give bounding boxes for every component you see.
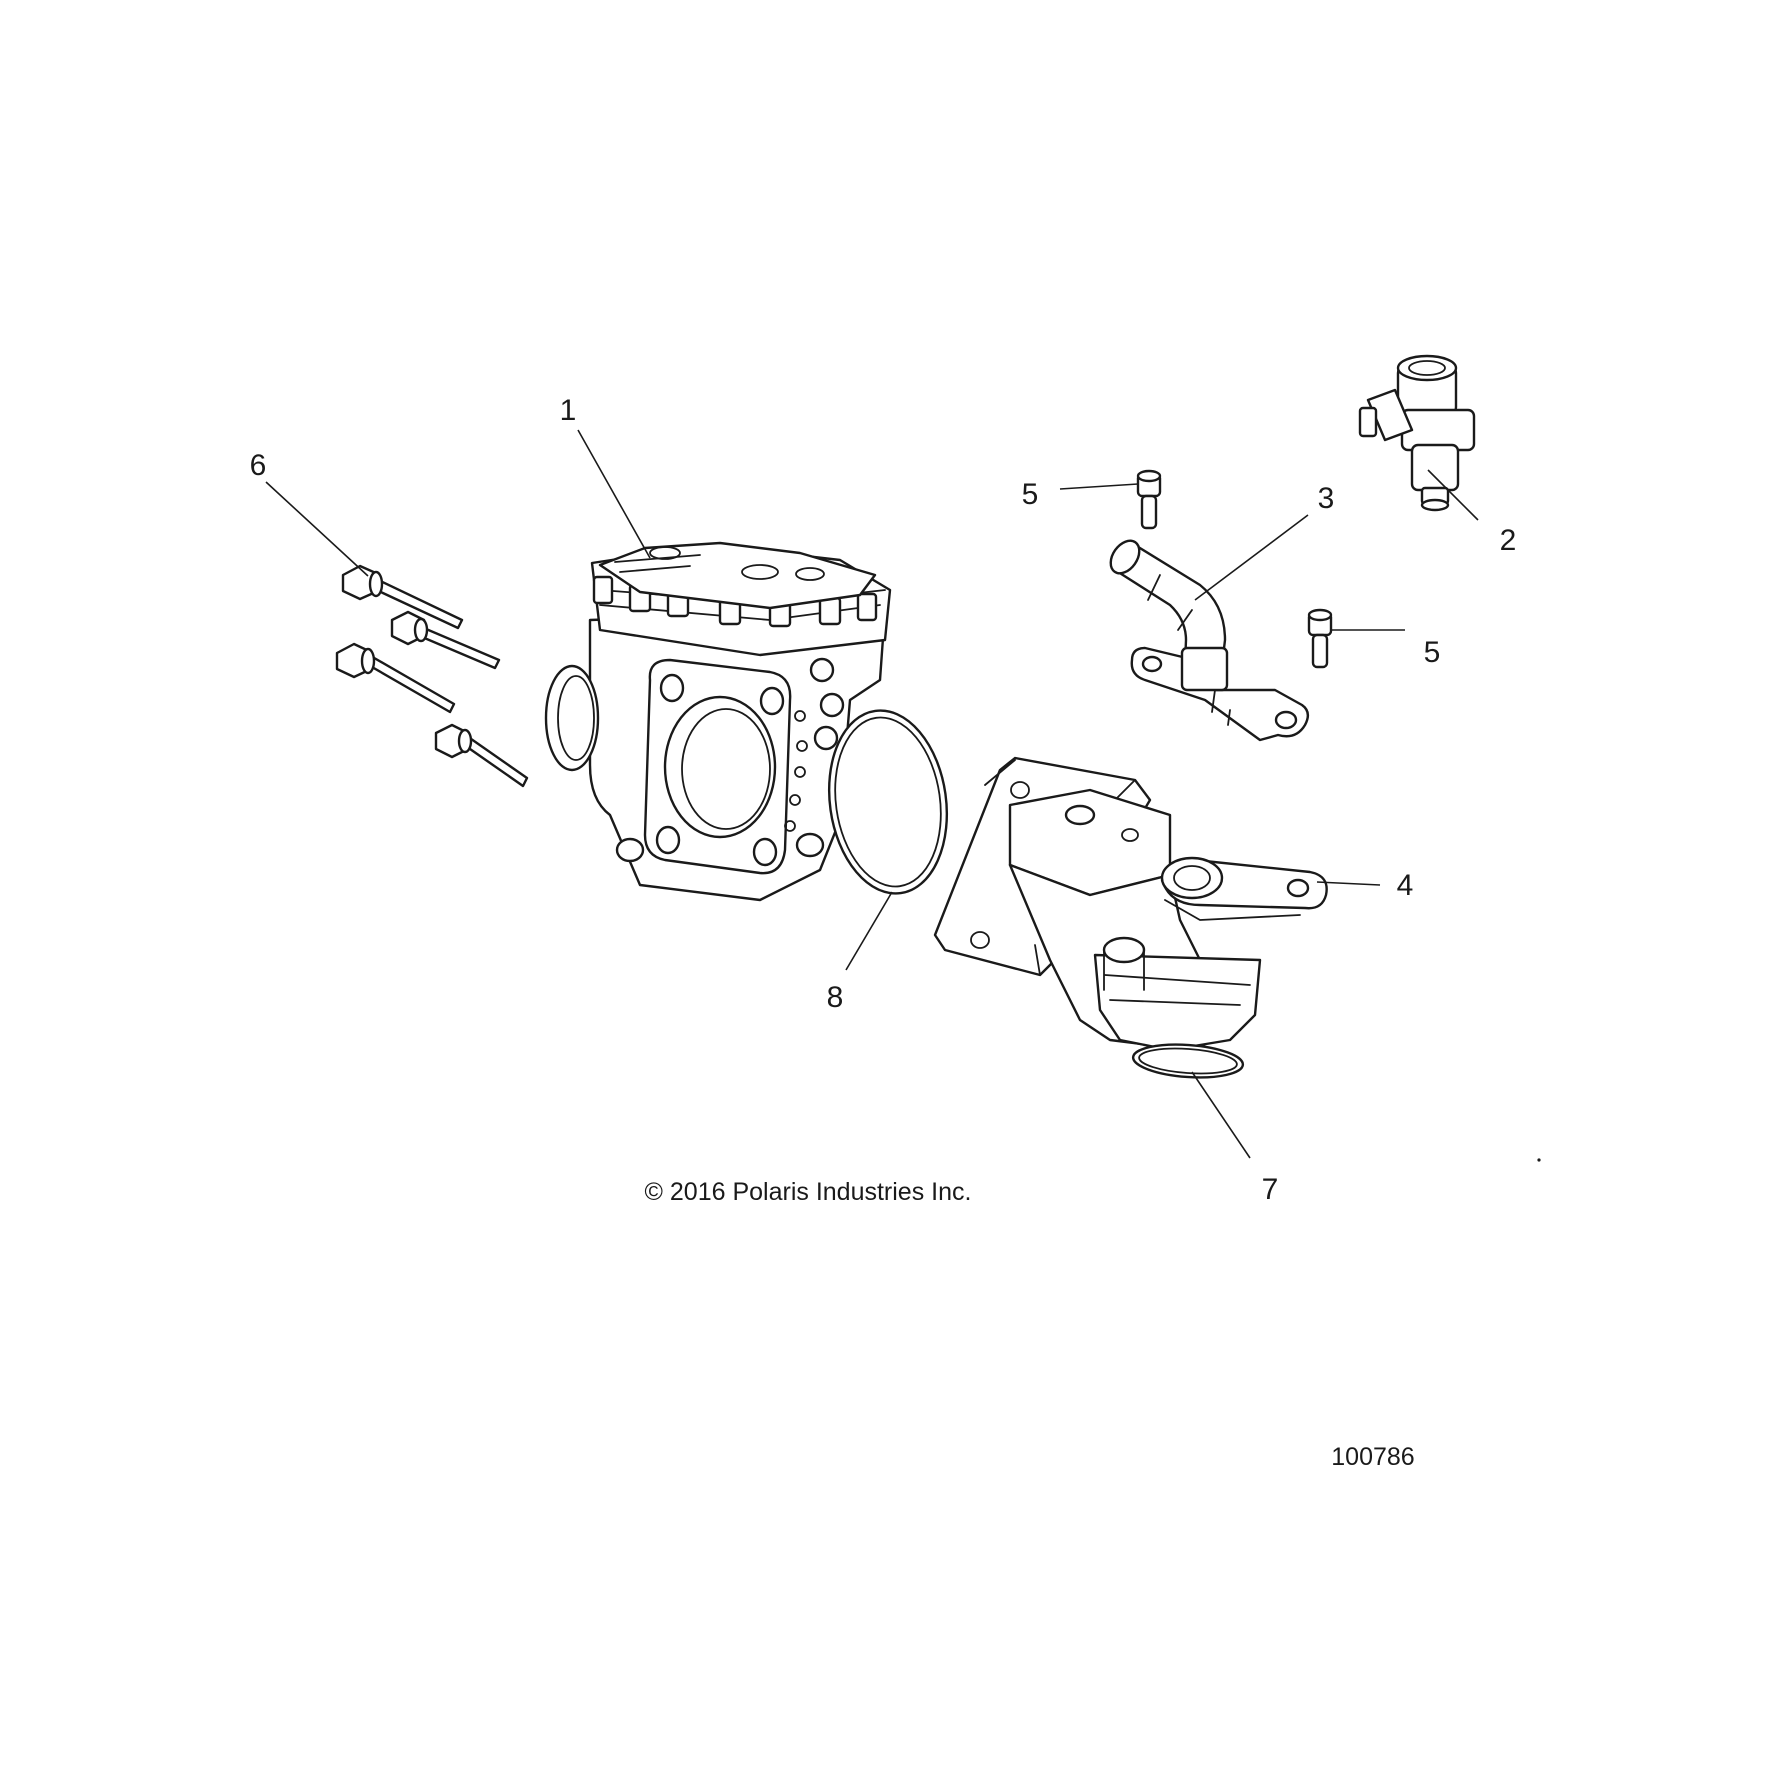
- part-1-throttle-body: [544, 541, 892, 902]
- leader-8: [845, 891, 893, 971]
- part-7-o-ring: [1131, 1043, 1245, 1079]
- part-5-cap-screw: [1136, 469, 1162, 530]
- stray-dot: [1537, 1158, 1541, 1162]
- figure-number: 100786: [1331, 1443, 1414, 1471]
- leader-6: [265, 481, 369, 577]
- leader-4: [1316, 881, 1381, 886]
- callout-5b: 5: [1424, 636, 1441, 669]
- actuator-cover-ribs: [592, 575, 878, 628]
- callout-4: 4: [1397, 869, 1414, 902]
- leader-1: [577, 429, 651, 559]
- part-6-bolts: [335, 564, 529, 788]
- leader-2: [1427, 469, 1479, 521]
- leader-3: [1194, 514, 1309, 601]
- callout-5a: 5: [1022, 478, 1039, 511]
- bolt: [390, 610, 501, 670]
- callout-2: 2: [1500, 524, 1517, 557]
- part-8-o-ring: [827, 709, 949, 895]
- callout-6: 6: [250, 449, 267, 482]
- leader-7: [1191, 1071, 1251, 1159]
- copyright-notice: © 2016 Polaris Industries Inc.: [645, 1178, 972, 1206]
- callout-labels: 1 2 3 4 5 5 6 7 8: [250, 394, 1517, 1206]
- callout-3: 3: [1318, 482, 1335, 515]
- leader-lines: [265, 429, 1479, 1159]
- callout-8: 8: [827, 981, 844, 1014]
- part-4-intake-adapter: [933, 756, 1328, 1052]
- side-adjustment-screws: [784, 657, 845, 832]
- bolt: [335, 642, 456, 714]
- callout-7: 7: [1262, 1173, 1279, 1206]
- part-5-cap-screw: [1307, 608, 1333, 669]
- leader-5a: [1059, 483, 1139, 490]
- bolt: [341, 564, 464, 630]
- part-3-fuel-line: [1109, 539, 1310, 742]
- part-2-fuel-injector: [1358, 354, 1476, 512]
- bolt: [434, 723, 529, 788]
- callout-1: 1: [560, 394, 577, 427]
